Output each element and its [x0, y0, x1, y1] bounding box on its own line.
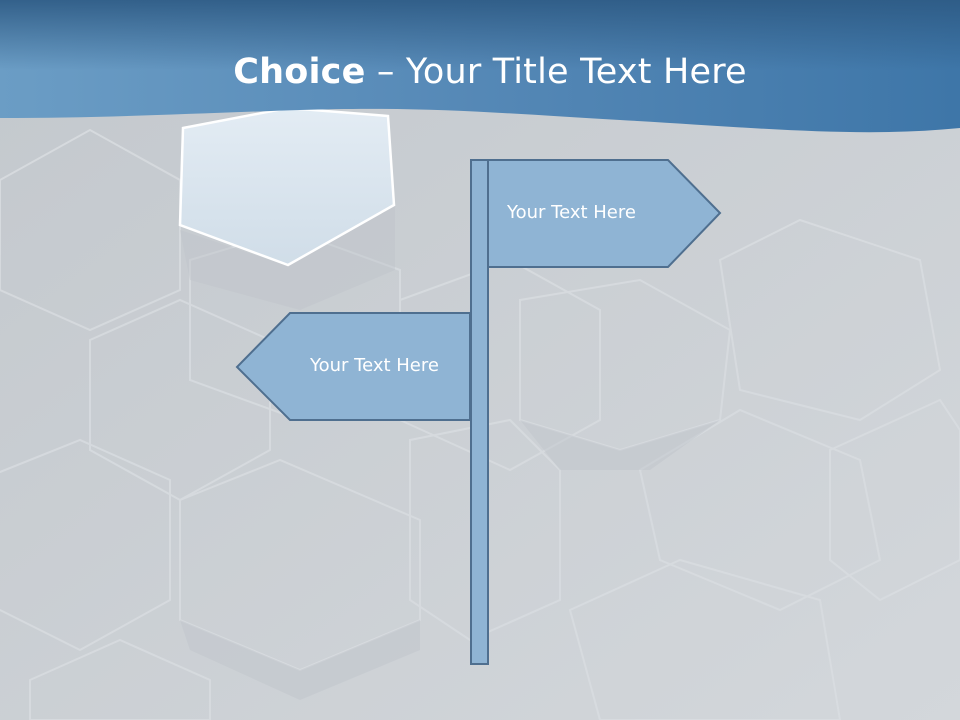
hexagon-shading: [180, 205, 720, 700]
sign-left-arrow: [235, 312, 471, 421]
slide-title: Choice – Your Title Text Here: [0, 52, 960, 92]
sign-left-text[interactable]: Your Text Here: [310, 355, 439, 376]
signpost-pole: [470, 159, 489, 665]
title-rest: – Your Title Text Here: [365, 52, 747, 92]
header-shade: [0, 0, 960, 70]
sign-right-arrow: [487, 159, 722, 268]
sign-right-text[interactable]: Your Text Here: [507, 202, 636, 223]
title-bold: Choice: [233, 52, 366, 92]
